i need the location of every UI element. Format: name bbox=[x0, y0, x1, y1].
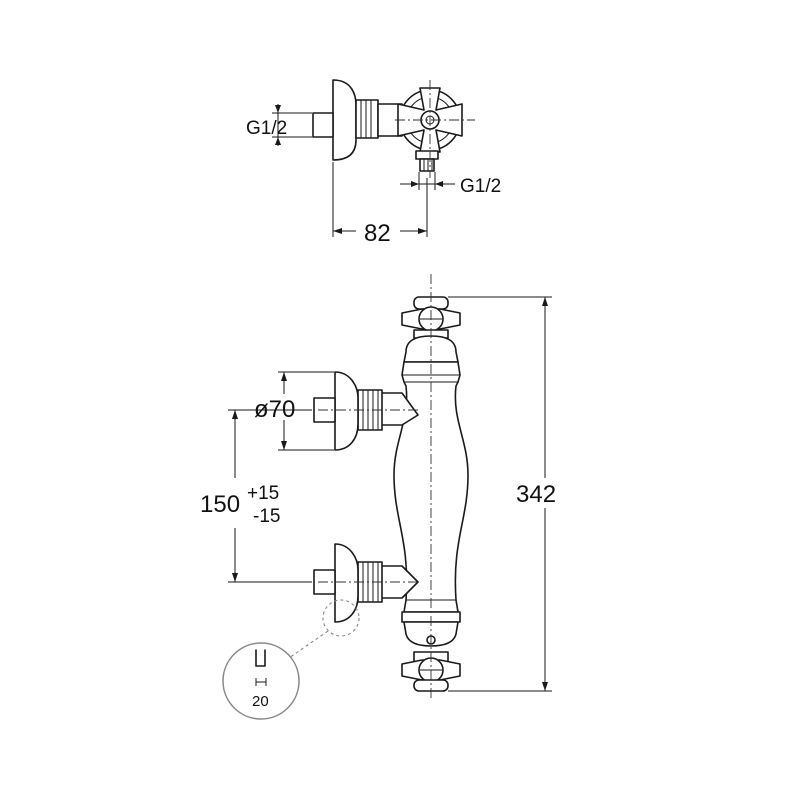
inlet-thread-label: G1/2 bbox=[246, 118, 287, 139]
projection-dim-label: 82 bbox=[364, 220, 391, 247]
lower-connector bbox=[313, 543, 419, 623]
detail-reference-circle bbox=[322, 599, 360, 637]
outlet-thread-label: G1/2 bbox=[460, 176, 501, 197]
detail-circle bbox=[222, 642, 300, 720]
top-hex-nut bbox=[355, 99, 379, 139]
top-outlet-fitting bbox=[415, 150, 439, 160]
height-dim-label: 342 bbox=[516, 481, 556, 508]
center-distance-label: 150 bbox=[200, 491, 240, 518]
detail-dim-label: 20 bbox=[252, 693, 269, 710]
top-inlet-nipple bbox=[312, 112, 334, 138]
tolerance-plus-label: +15 bbox=[247, 483, 279, 504]
top-wall-flange bbox=[332, 79, 357, 161]
top-view: G1/2 G1/2 82 bbox=[246, 79, 501, 247]
front-view: ø70 150 +15 -15 342 20 bbox=[196, 274, 570, 720]
tolerance-minus-label: -15 bbox=[253, 506, 280, 527]
